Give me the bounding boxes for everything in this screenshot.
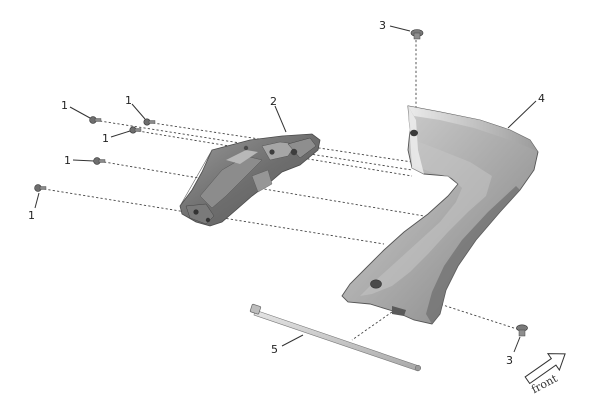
callout-bolt-b: 1 bbox=[125, 94, 132, 107]
bolt-a bbox=[89, 116, 102, 124]
bolt-d bbox=[93, 157, 106, 165]
callout-screw-bottom: 3 bbox=[506, 354, 513, 367]
mounting-bracket-part bbox=[179, 133, 321, 227]
bolt-c bbox=[129, 126, 142, 134]
callout-screw-top: 3 bbox=[379, 19, 386, 32]
callout-bolt-a: 1 bbox=[61, 99, 68, 112]
callout-bracket: 2 bbox=[270, 95, 277, 108]
assembly-line-tie bbox=[351, 311, 393, 341]
assembly-lines bbox=[43, 40, 521, 341]
screw-top bbox=[410, 29, 424, 40]
bolt-b bbox=[143, 118, 156, 126]
assembly-line-screw-bottom bbox=[377, 283, 521, 331]
leader-lines bbox=[34, 25, 537, 353]
callout-cover: 4 bbox=[538, 92, 545, 105]
screw-bottom bbox=[516, 324, 528, 337]
callout-bolt-d: 1 bbox=[64, 154, 71, 167]
callout-bolt-e: 1 bbox=[28, 209, 35, 222]
front-direction-arrow bbox=[524, 353, 566, 385]
assembly-line-bolt-d bbox=[103, 161, 449, 221]
callout-tie: 5 bbox=[271, 343, 278, 356]
bolt-e bbox=[34, 184, 47, 192]
callout-bolt-c: 1 bbox=[102, 132, 109, 145]
side-cover-part bbox=[341, 105, 539, 325]
cable-tie-part bbox=[249, 303, 422, 372]
arrow-outline-icon bbox=[524, 353, 566, 385]
